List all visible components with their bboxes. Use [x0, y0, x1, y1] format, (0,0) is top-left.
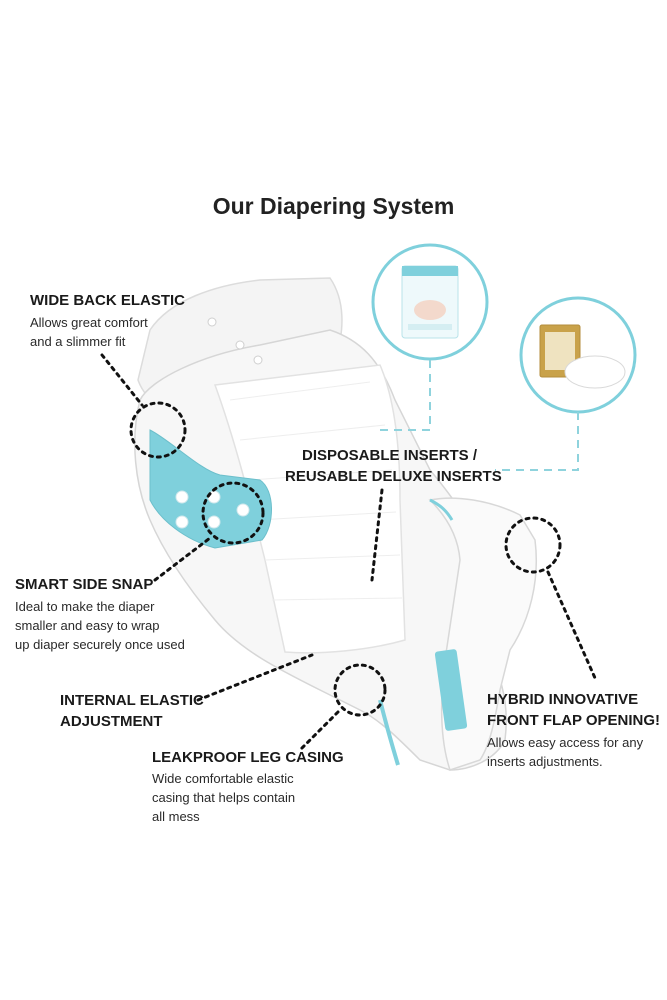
inserts-heading-line2: REUSABLE DELUXE INSERTS	[285, 468, 502, 485]
front-flap-callout	[504, 516, 562, 574]
internal-elastic-leader	[196, 653, 314, 702]
leg-casing-callout	[333, 663, 387, 717]
leg-casing-leader	[298, 710, 340, 752]
leakproof-leg-description: Wide comfortable elastic casing that hel…	[152, 771, 296, 824]
page-title: Our Diapering System	[212, 193, 455, 219]
inserts-leader	[370, 488, 384, 582]
inserts-connector	[380, 360, 579, 471]
side-snap-leader	[153, 536, 212, 582]
wide-back-elastic-description: Allows great comfort and a slimmer fit	[30, 315, 148, 349]
back-elastic-callout	[129, 401, 187, 459]
deluxe-inserts-pack-icon	[519, 296, 637, 414]
side-snap-callout	[201, 481, 265, 545]
diaper-illustration	[134, 277, 538, 771]
wide-back-elastic-heading: WIDE BACK ELASTIC	[30, 292, 185, 309]
back-elastic-leader	[100, 353, 144, 407]
front-flap-description: Allows easy access for any inserts adjus…	[487, 735, 644, 769]
internal-elastic-heading: INTERNAL ELASTIC ADJUSTMENT	[60, 692, 204, 730]
front-flap-heading: HYBRID INNOVATIVE FRONT FLAP OPENING!	[487, 691, 661, 729]
disposable-inserts-pack-icon	[371, 243, 489, 361]
leakproof-leg-heading: LEAKPROOF LEG CASING	[152, 749, 344, 766]
front-flap-leader	[546, 570, 597, 680]
inserts-heading: DISPOSABLE INSERTS /	[302, 447, 478, 464]
smart-side-snap-heading: SMART SIDE SNAP	[15, 576, 154, 593]
smart-side-snap-description: Ideal to make the diaper smaller and eas…	[15, 599, 185, 652]
